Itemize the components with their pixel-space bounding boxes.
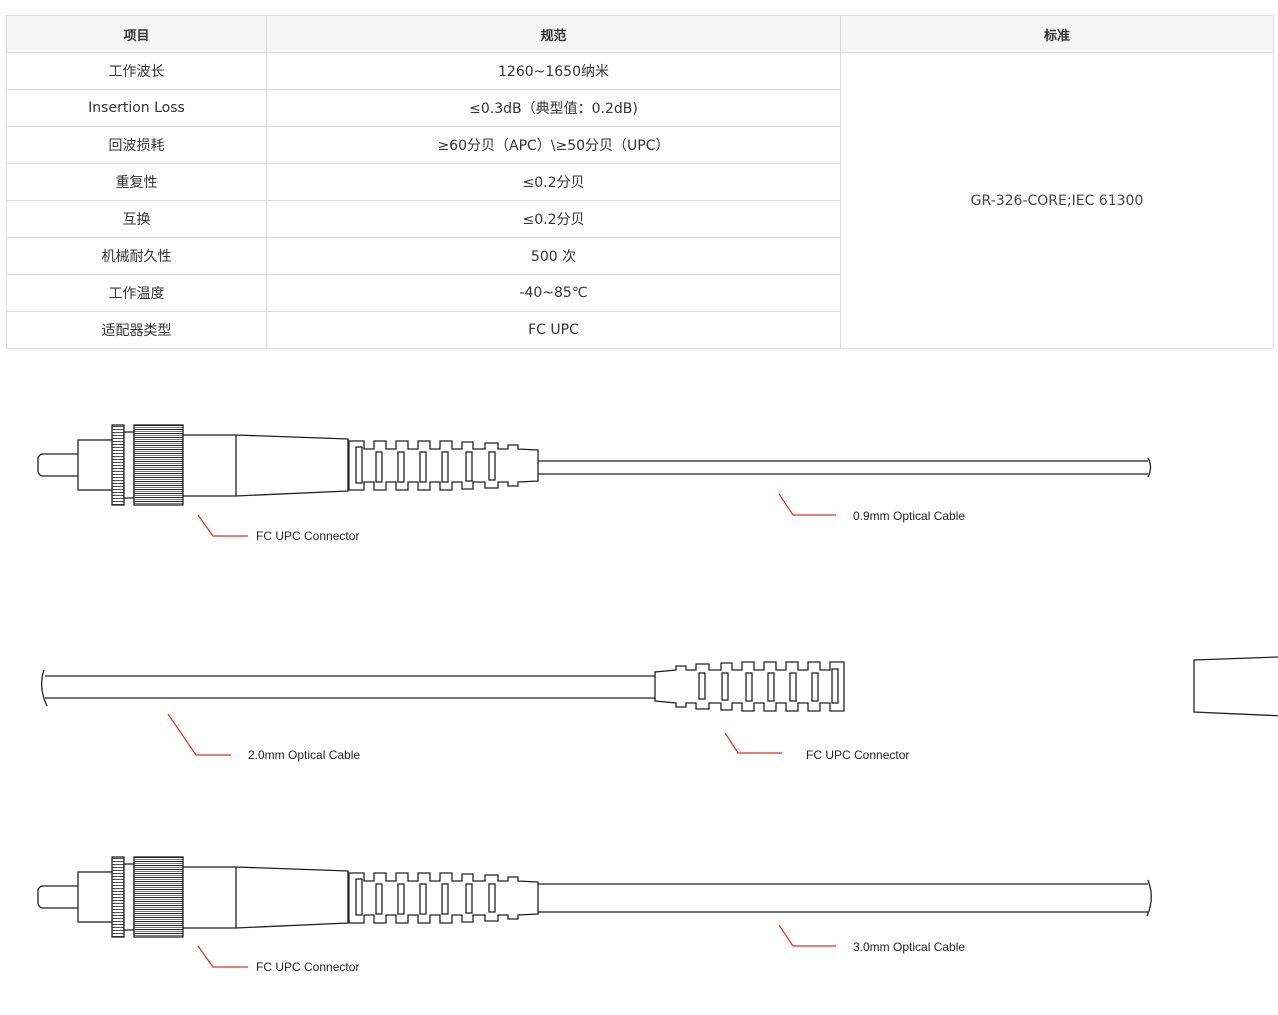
boot-1: [348, 440, 539, 491]
table-row: 回波损耗 ≥60分贝（APC）\≥50分贝（UPC）: [6, 126, 1274, 164]
leader-line: [197, 514, 248, 537]
table-row: 互换 ≤0.2分贝: [6, 200, 1274, 238]
row-item: 工作波长: [6, 52, 267, 90]
leader-line: [724, 732, 782, 754]
row-spec: FC UPC: [266, 311, 841, 349]
leader-line: [778, 924, 836, 947]
leader-line: [778, 493, 836, 516]
header-item: 项目: [6, 15, 267, 53]
spec-table: 项目 规范 标准 工作波长 1260~1650纳米 GR-326-CORE;IE…: [6, 15, 1274, 349]
table-row: 工作波长 1260~1650纳米 GR-326-CORE;IEC 61300: [6, 52, 1274, 349]
leader-line: [197, 945, 248, 968]
standard-cell: GR-326-CORE;IEC 61300: [840, 52, 1274, 349]
connector-label-3: FC UPC Connector: [256, 960, 360, 974]
row-spec: ≤0.3dB（典型值：0.2dB): [266, 89, 841, 127]
leader-line: [167, 713, 231, 756]
cable-label-1: 0.9mm Optical Cable: [853, 509, 966, 523]
connector-label-1: FC UPC Connector: [256, 529, 360, 543]
connector-label-2: FC UPC Connector: [806, 748, 910, 762]
diagram-0.9mm: [37, 424, 1152, 537]
row-spec: ≥60分贝（APC）\≥50分贝（UPC）: [266, 126, 841, 164]
table-header-row: 项目 规范 标准: [6, 15, 1274, 53]
table-row: 重复性 ≤0.2分贝: [6, 163, 1274, 201]
row-item: 适配器类型: [6, 311, 267, 349]
row-item: 回波损耗: [6, 126, 267, 164]
connector-3: [37, 856, 349, 938]
cable-3: [538, 879, 1152, 917]
row-spec: 500 次: [266, 237, 841, 275]
row-spec: ≤0.2分贝: [266, 200, 841, 238]
connector-1: [37, 424, 349, 506]
cable-label-3: 3.0mm Optical Cable: [853, 940, 966, 954]
diagram-2.0mm: [40, 645, 1278, 756]
mirrored-assembly: [654, 645, 1278, 727]
row-item: 工作温度: [6, 274, 267, 312]
table-row: 机械耐久性 500 次: [6, 237, 1274, 275]
cable-1: [538, 457, 1152, 478]
boot-2: [654, 661, 845, 712]
connector-2: [1193, 645, 1278, 727]
row-item: 机械耐久性: [6, 237, 267, 275]
table-row: Insertion Loss ≤0.3dB（典型值：0.2dB): [6, 89, 1274, 127]
row-item: 重复性: [6, 163, 267, 201]
boot-3: [348, 872, 539, 924]
row-spec: 1260~1650纳米: [266, 52, 841, 90]
cable-label-2: 2.0mm Optical Cable: [248, 748, 361, 762]
row-spec: ≤0.2分贝: [266, 163, 841, 201]
row-item: 互换: [6, 200, 267, 238]
diagram-3.0mm: [37, 856, 1152, 968]
table-row: 适配器类型 FC UPC: [6, 311, 1274, 349]
cable-2: [40, 669, 655, 707]
